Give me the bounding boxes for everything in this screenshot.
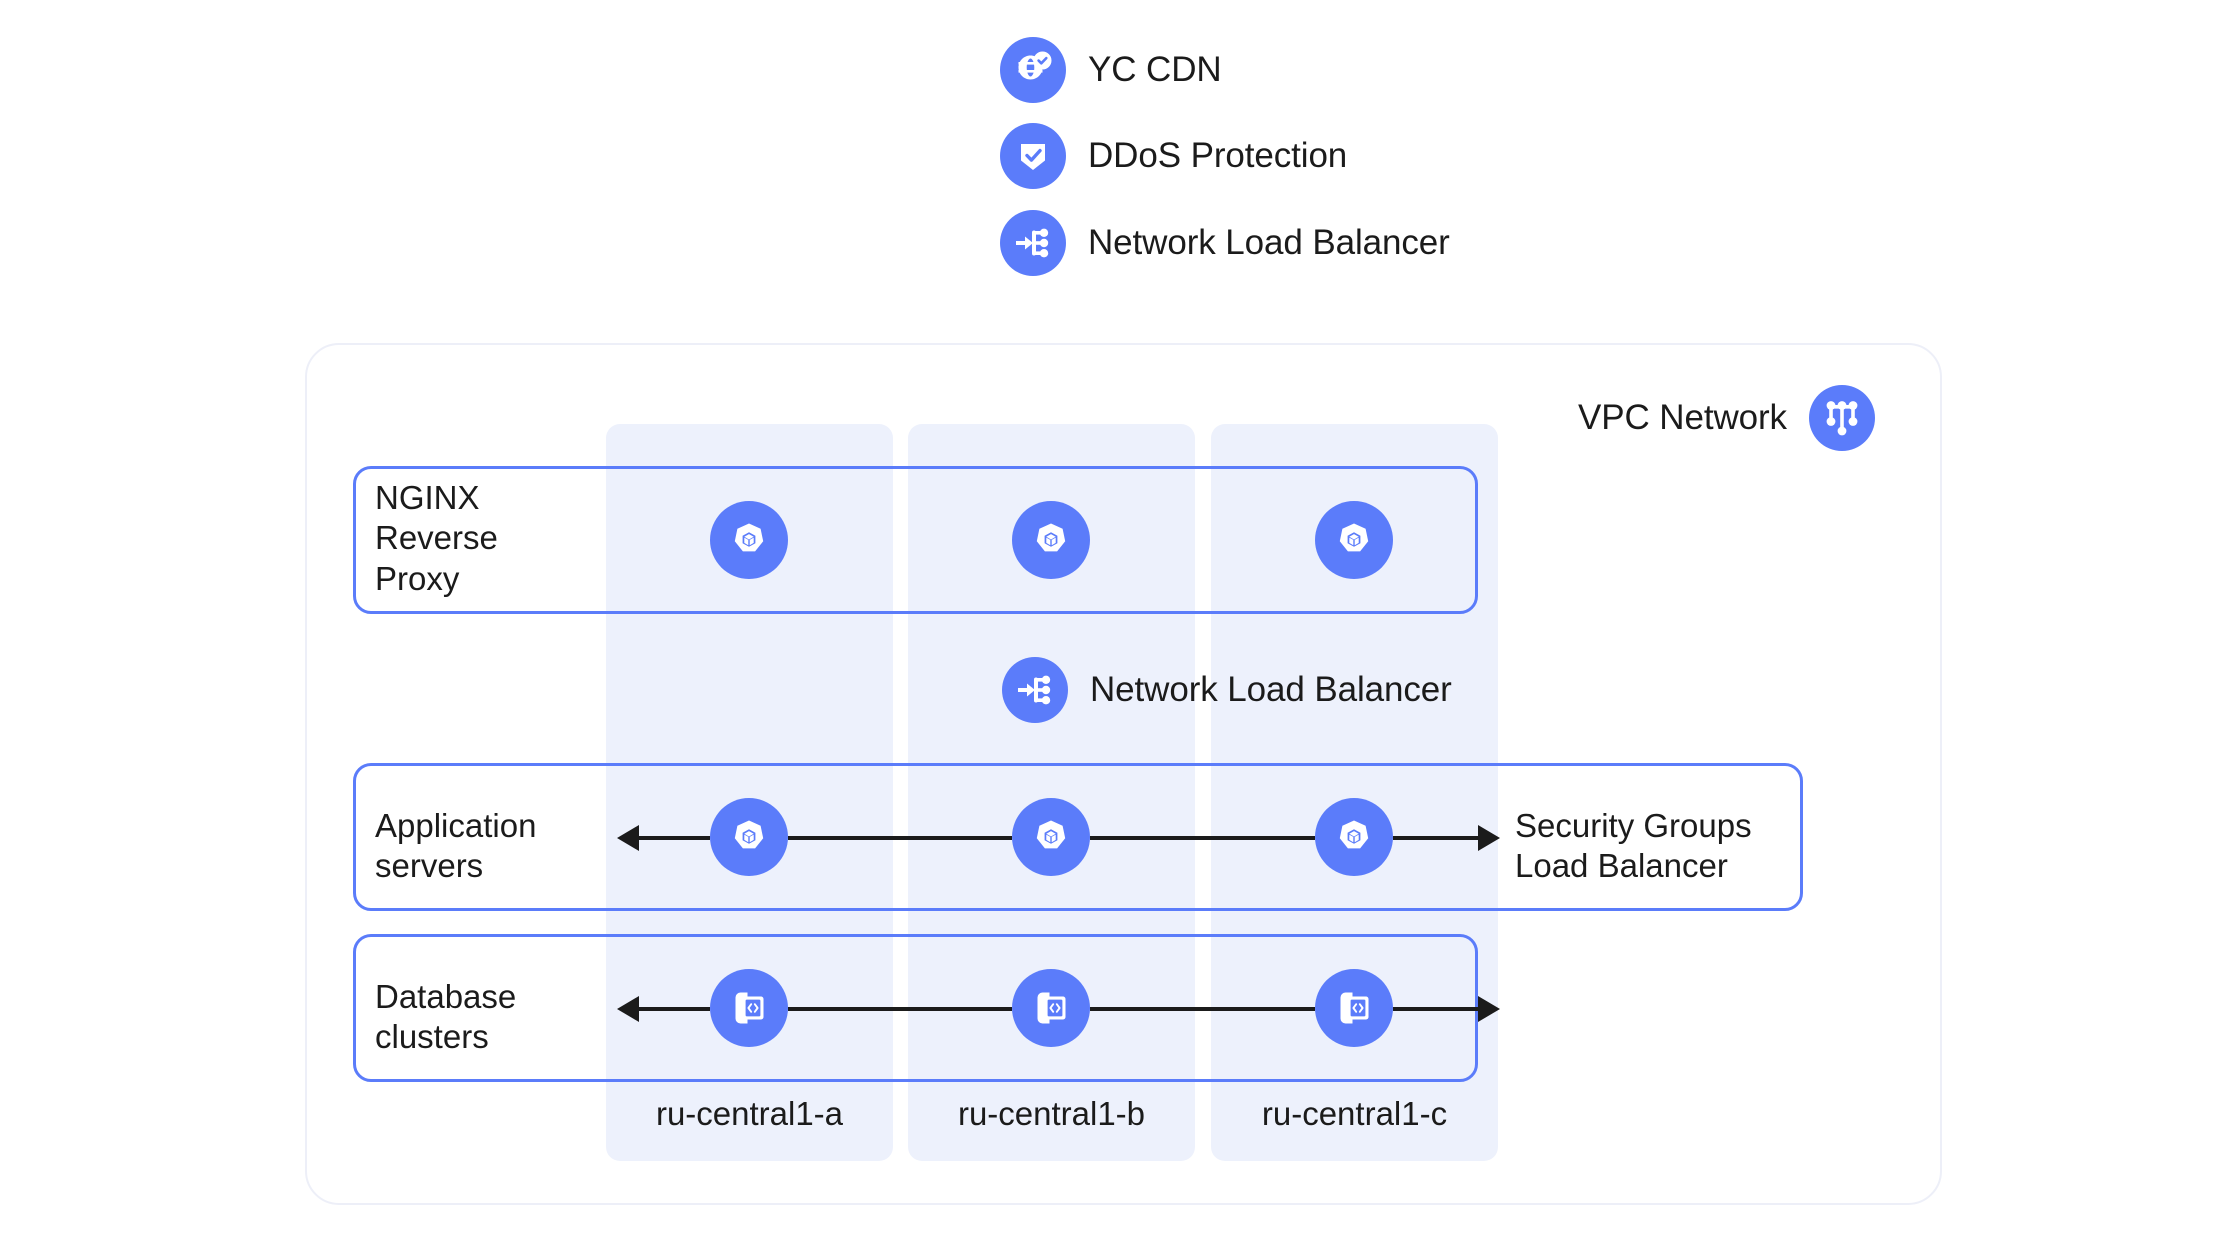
compute-instance-icon: [710, 798, 788, 876]
connector-line: [1090, 1007, 1315, 1011]
arrow-head-left: [617, 996, 639, 1022]
legend-label: YC CDN: [1088, 50, 1222, 89]
inner-nlb-label: Network Load Balancer: [1090, 670, 1452, 709]
compute-instance-icon: [710, 501, 788, 579]
load-balancer-icon: [1000, 210, 1066, 276]
tier-application-servers: [353, 763, 1803, 911]
compute-instance-icon: [1315, 501, 1393, 579]
connector-line: [1393, 836, 1478, 840]
tier-nginx-reverse-proxy: [353, 466, 1478, 614]
vpc-network-label: VPC Network: [1578, 385, 1875, 451]
connector-line: [788, 1007, 1012, 1011]
connector-line: [639, 836, 710, 840]
inner-network-load-balancer: Network Load Balancer: [1002, 657, 1452, 723]
connector-line: [1393, 1007, 1478, 1011]
compute-instance-icon: [1012, 501, 1090, 579]
load-balancer-icon: [1002, 657, 1068, 723]
legend-item-yc-cdn: YC CDN: [1000, 37, 1222, 103]
legend-item-ddos-protection: DDoS Protection: [1000, 123, 1347, 189]
zone-label: ru-central1-b: [957, 1095, 1146, 1132]
tier-label-security-groups: Security Groups Load Balancer: [1515, 807, 1752, 885]
zone-label: ru-central1-c: [1261, 1095, 1448, 1132]
tier-label-nginx: NGINX Reverse Proxy: [375, 479, 498, 597]
database-cluster-icon: [1315, 969, 1393, 1047]
legend-item-network-load-balancer: Network Load Balancer: [1000, 210, 1450, 276]
connector-line: [1090, 836, 1315, 840]
shield-check-icon: [1000, 123, 1066, 189]
tier-label-application-servers: Application servers: [375, 807, 537, 885]
database-cluster-icon: [1012, 969, 1090, 1047]
legend-label: DDoS Protection: [1088, 136, 1348, 175]
globe-check-icon: [1000, 37, 1066, 103]
vpc-network-icon: [1808, 385, 1875, 451]
zone-label: ru-central1-a: [655, 1095, 844, 1132]
arrow-head-right: [1478, 996, 1500, 1022]
database-cluster-icon: [710, 969, 788, 1047]
compute-instance-icon: [1315, 798, 1393, 876]
vpc-network-text: VPC Network: [1578, 398, 1787, 437]
connector-line: [788, 836, 1012, 840]
tier-label-database-clusters: Database clusters: [375, 978, 517, 1056]
legend-label: Network Load Balancer: [1088, 223, 1450, 262]
compute-instance-icon: [1012, 798, 1090, 876]
arrow-head-right: [1478, 825, 1500, 851]
arrow-head-left: [617, 825, 639, 851]
connector-line: [639, 1007, 710, 1011]
